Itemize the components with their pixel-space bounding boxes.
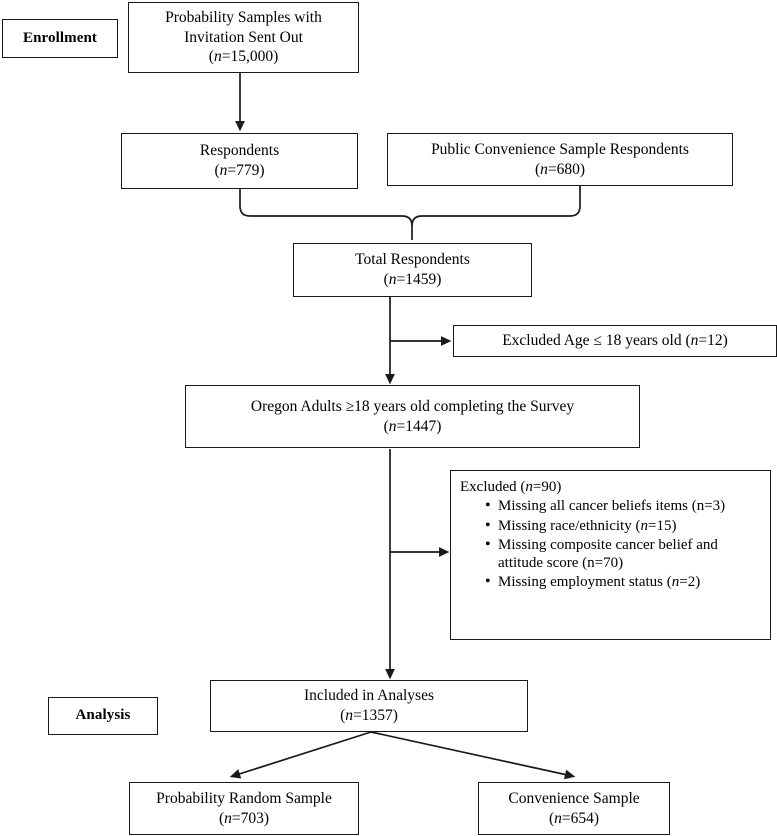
- node-excluded-age-prefix: Excluded Age ≤ 18 years old (: [502, 332, 691, 350]
- bullet-text: Missing all cancer beliefs items (n=: [498, 498, 713, 515]
- node-probability-samples-line-2: Invitation Sent Out: [184, 28, 303, 46]
- n-symbol: n: [388, 417, 397, 435]
- node-excluded-missing: Excluded (n=90) Missing all cancer belie…: [450, 470, 771, 640]
- node-total-respondents: Total Respondents (n=1459): [293, 243, 532, 297]
- list-item: Missing all cancer beliefs items (n=3): [485, 496, 764, 516]
- excluded-missing-list: Missing all cancer beliefs items (n=3) M…: [460, 496, 764, 592]
- n-symbol: n: [224, 809, 232, 827]
- n-value: 703: [240, 809, 264, 827]
- n-value: 779: [236, 162, 260, 179]
- n-symbol: n: [219, 162, 228, 179]
- stage-label-analysis: Analysis: [48, 697, 158, 735]
- n-symbol: n: [640, 517, 648, 534]
- node-oregon-adults-label: Oregon Adults ≥18 years old completing t…: [250, 397, 575, 415]
- node-oregon-adults: Oregon Adults ≥18 years old completing t…: [185, 385, 640, 448]
- edge-included-to-probability-sample: [229, 731, 372, 779]
- n-symbol: n: [690, 332, 699, 350]
- heading-suffix: =90): [532, 479, 562, 495]
- node-respondents: Respondents (n=779): [121, 133, 358, 189]
- stage-label-analysis-text: Analysis: [75, 707, 131, 724]
- n-symbol: n: [345, 707, 353, 724]
- node-probability-samples-line-1: Probability Samples with: [165, 8, 322, 26]
- list-item: Missing employment status (n=2): [485, 572, 764, 592]
- n-symbol: n: [525, 479, 533, 495]
- node-public-convenience-sample: Public Convenience Sample Respondents (n…: [387, 133, 733, 186]
- node-probability-samples-count: (n=15,000): [208, 48, 279, 66]
- node-excluded-age: Excluded Age ≤ 18 years old (n=12): [453, 325, 777, 357]
- bullet-text: Missing race/ethnicity (: [498, 517, 641, 534]
- n-value: 3: [712, 498, 721, 515]
- n-value: 2: [687, 574, 696, 591]
- node-included-in-analyses: Included in Analyses (n=1357): [210, 680, 528, 732]
- n-value: 70: [603, 555, 619, 572]
- list-item: Missing race/ethnicity (n=15): [485, 516, 764, 536]
- stage-label-enrollment-text: Enrollment: [22, 29, 98, 46]
- n-value: 1459: [405, 271, 437, 288]
- node-probability-samples: Probability Samples with Invitation Sent…: [128, 2, 359, 73]
- node-probability-random-sample: Probability Random Sample (n=703): [129, 782, 359, 835]
- n-value: 680: [556, 160, 580, 178]
- stage-label-enrollment: Enrollment: [2, 19, 118, 58]
- node-respondents-count: (n=779): [214, 162, 265, 179]
- n-value: 15: [656, 517, 672, 534]
- heading-prefix: Excluded (: [460, 479, 526, 495]
- node-excluded-missing-heading: Excluded (n=90): [460, 478, 561, 496]
- list-item: Missing composite cancer belief and atti…: [485, 535, 764, 573]
- n-symbol: n: [540, 160, 548, 178]
- edge-brace-merge: [239, 186, 581, 240]
- n-value: 15,000: [230, 48, 274, 66]
- edge-included-to-convenience-sample: [370, 731, 576, 780]
- node-probability-random-sample-label: Probability Random Sample: [156, 789, 332, 807]
- n-value: 1447: [405, 417, 437, 435]
- node-convenience-sample-count: (n=654): [548, 809, 600, 827]
- node-public-convenience-count: (n=680): [534, 160, 586, 178]
- n-value: 654: [570, 809, 594, 827]
- node-included-in-analyses-count: (n=1357): [340, 707, 398, 724]
- node-public-convenience-label: Public Convenience Sample Respondents: [431, 140, 689, 158]
- bullet-text: Missing composite cancer belief and atti…: [498, 536, 718, 572]
- node-total-respondents-label: Total Respondents: [355, 251, 470, 269]
- n-symbol: n: [388, 271, 397, 288]
- node-convenience-sample-label: Convenience Sample: [508, 789, 640, 807]
- node-total-respondents-count: (n=1459): [383, 271, 442, 288]
- n-symbol: n: [213, 48, 222, 66]
- n-value: 1357: [361, 707, 393, 724]
- bullet-text: Missing employment status (: [498, 574, 672, 591]
- n-value: 12: [707, 332, 723, 350]
- n-symbol: n: [671, 574, 680, 591]
- n-symbol: n: [554, 809, 562, 827]
- node-oregon-adults-count: (n=1447): [383, 417, 442, 435]
- node-probability-random-sample-count: (n=703): [218, 809, 270, 827]
- node-respondents-label: Respondents: [199, 142, 280, 160]
- node-included-in-analyses-label: Included in Analyses: [303, 687, 434, 705]
- node-excluded-age-text: Excluded Age ≤ 18 years old (n=12): [502, 332, 728, 350]
- node-convenience-sample: Convenience Sample (n=654): [478, 782, 670, 835]
